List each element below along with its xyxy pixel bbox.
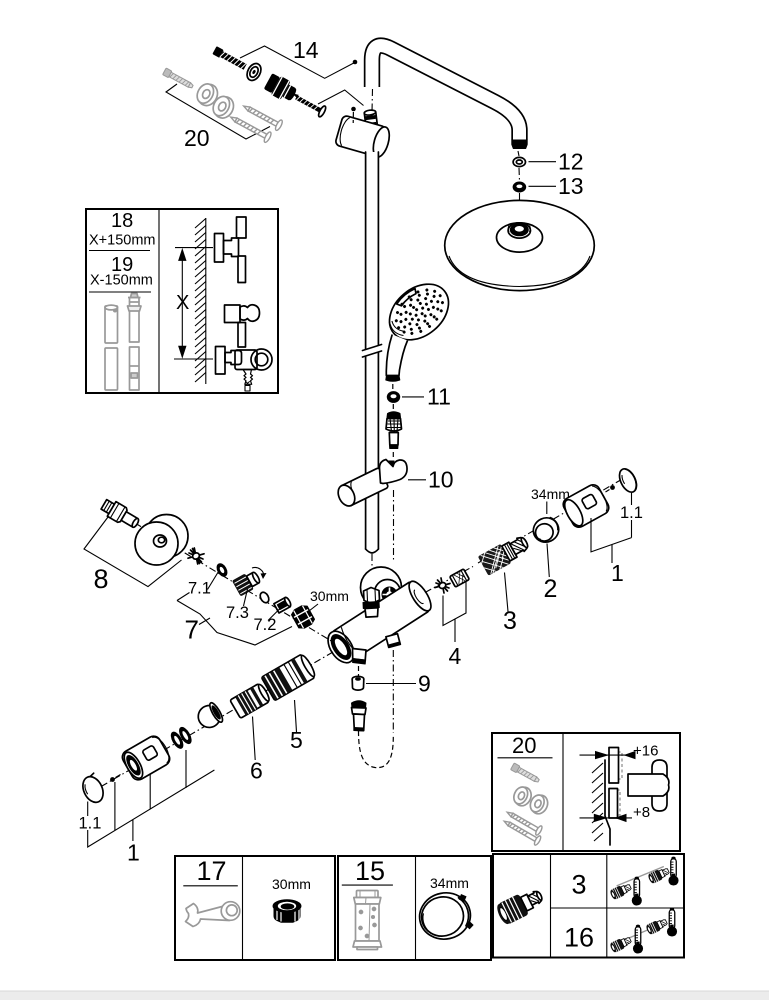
svg-text:16: 16 <box>564 923 594 953</box>
svg-text:9: 9 <box>418 671 431 697</box>
svg-text:5: 5 <box>290 727 303 753</box>
svg-text:20: 20 <box>512 733 536 758</box>
svg-text:1.1: 1.1 <box>620 504 643 522</box>
svg-text:18: 18 <box>111 210 133 232</box>
svg-text:11: 11 <box>427 384 451 410</box>
svg-text:20: 20 <box>184 125 210 151</box>
svg-text:15: 15 <box>355 856 385 886</box>
svg-text:3: 3 <box>572 870 587 900</box>
svg-text:12: 12 <box>558 149 584 175</box>
svg-text:7: 7 <box>185 615 199 645</box>
svg-text:14: 14 <box>293 37 319 63</box>
svg-text:1.1: 1.1 <box>79 815 102 833</box>
svg-text:34mm: 34mm <box>531 486 570 502</box>
svg-text:X: X <box>176 292 189 314</box>
svg-text:X+150mm: X+150mm <box>89 233 156 249</box>
svg-text:34mm: 34mm <box>430 875 469 891</box>
svg-text:7.1: 7.1 <box>188 580 211 598</box>
svg-text:4: 4 <box>449 643 462 669</box>
svg-text:2: 2 <box>544 575 558 603</box>
svg-text:10: 10 <box>428 467 454 493</box>
svg-text:13: 13 <box>558 173 584 199</box>
svg-text:19: 19 <box>111 254 133 276</box>
svg-text:30mm: 30mm <box>310 588 349 604</box>
svg-text:8: 8 <box>94 564 109 594</box>
svg-text:7.3: 7.3 <box>226 604 249 622</box>
svg-text:1: 1 <box>127 840 140 866</box>
svg-text:6: 6 <box>250 758 263 784</box>
svg-text:+8: +8 <box>633 804 650 821</box>
svg-text:30mm: 30mm <box>272 876 311 892</box>
svg-text:X-150mm: X-150mm <box>90 273 153 289</box>
svg-text:7.2: 7.2 <box>254 616 277 634</box>
svg-text:+16: +16 <box>633 743 658 760</box>
svg-text:3: 3 <box>503 607 517 635</box>
svg-text:17: 17 <box>197 856 227 886</box>
svg-text:1: 1 <box>611 560 624 586</box>
